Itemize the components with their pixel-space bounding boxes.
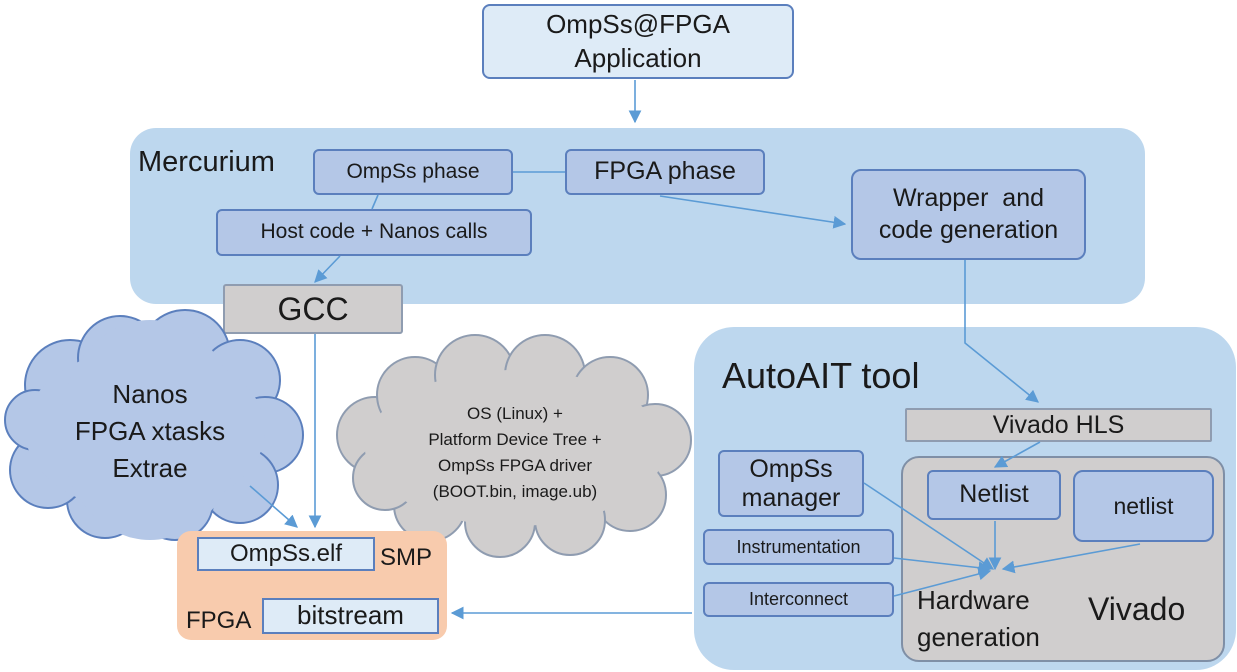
bitstream-box: bitstream (262, 598, 439, 634)
wrapper-codegen-box: Wrapper and code generation (851, 169, 1086, 260)
vivado-hls-box: Vivado HLS (905, 408, 1212, 442)
hw-gen-line1: Hardware (917, 585, 1030, 615)
ompss-manager-line2: manager (741, 483, 841, 512)
wrapper-line1: Wrapper and (892, 184, 1044, 213)
os-line3: OmpSs FPGA driver (438, 456, 592, 475)
ompss-manager-line1: OmpSs (749, 454, 833, 483)
bitstream-label: bitstream (297, 600, 404, 631)
nanos-line1: Nanos (112, 379, 188, 409)
instrumentation-label: Instrumentation (736, 536, 861, 557)
nanos-line3: Extrae (112, 453, 188, 483)
hw-gen-line2: generation (917, 622, 1040, 652)
hardware-generation-label: Hardware generation (917, 582, 1040, 656)
application-line1: OmpSs@FPGA (546, 8, 730, 39)
os-line1: OS (Linux) + (467, 404, 563, 423)
netlist-box-1: Netlist (927, 470, 1061, 520)
host-code-box: Host code + Nanos calls (216, 209, 532, 256)
nanos-line2: FPGA xtasks (74, 416, 226, 446)
vivado-hls-label: Vivado HLS (992, 410, 1125, 439)
fpga-phase-box: FPGA phase (565, 149, 765, 195)
autoait-title: AutoAIT tool (722, 355, 920, 396)
gcc-box: GCC (223, 284, 403, 334)
netlist-box-2: netlist (1073, 470, 1214, 542)
mercurium-title: Mercurium (138, 146, 275, 178)
fpga-phase-label: FPGA phase (594, 157, 736, 186)
ompss-phase-label: OmpSs phase (346, 159, 480, 183)
ompss-elf-box: OmpSs.elf (197, 537, 375, 571)
vivado-label: Vivado (1088, 591, 1186, 627)
fpga-label: FPGA (186, 607, 252, 634)
ompss-phase-box: OmpSs phase (313, 149, 513, 195)
ompss-elf-label: OmpSs.elf (229, 540, 343, 568)
netlist2-label: netlist (1113, 492, 1174, 519)
interconnect-box: Interconnect (703, 582, 894, 617)
host-code-label: Host code + Nanos calls (260, 220, 488, 244)
netlist1-label: Netlist (959, 480, 1029, 509)
application-box: OmpSs@FPGA Application (482, 4, 794, 79)
wrapper-line2: code generation (878, 215, 1059, 244)
interconnect-label: Interconnect (748, 589, 849, 610)
nanos-cloud-text: Nanos FPGA xtasks Extrae (45, 376, 255, 487)
os-line2: Platform Device Tree + (428, 430, 602, 449)
ompss-manager-box: OmpSs manager (718, 450, 864, 517)
os-line4: (BOOT.bin, image.ub) (432, 482, 598, 501)
smp-label: SMP (380, 544, 433, 571)
application-line2: Application (574, 42, 702, 73)
os-cloud-text: OS (Linux) + Platform Device Tree + OmpS… (375, 401, 655, 505)
gcc-label: GCC (277, 290, 349, 327)
instrumentation-box: Instrumentation (703, 529, 894, 565)
